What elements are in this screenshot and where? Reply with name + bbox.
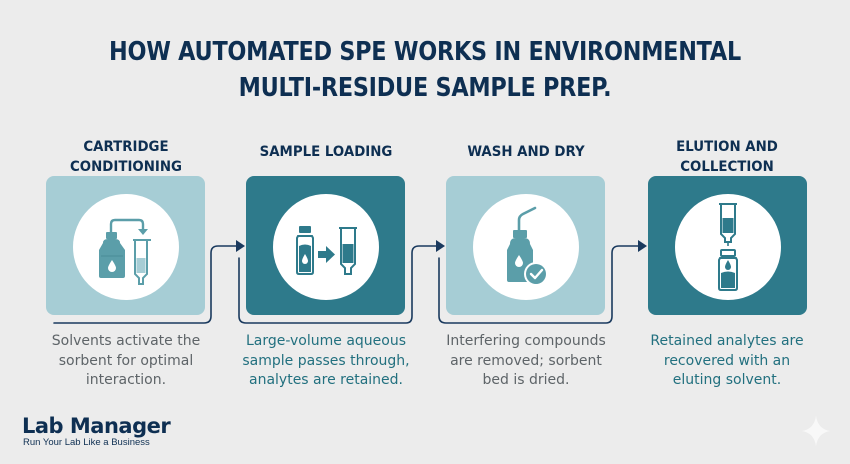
- step-1-card: [46, 176, 205, 315]
- sparkle-icon: [802, 416, 830, 446]
- arrow-head-2: [436, 240, 445, 252]
- arrow-head-1: [236, 240, 245, 252]
- description-line: are removed; sorbent: [450, 352, 602, 369]
- description-line: analytes are retained.: [249, 372, 403, 388]
- vial-arrow-cartridge-icon: [296, 226, 357, 275]
- step-4-card: [648, 176, 807, 315]
- step-1-title-line-2: CONDITIONING: [70, 159, 182, 175]
- description-line: Solvents activate the: [51, 333, 201, 349]
- step-3-card: [446, 176, 605, 315]
- description-line: Interfering compounds: [446, 333, 606, 349]
- description-line: interaction.: [85, 372, 167, 388]
- description-line: sample passes through,: [242, 352, 410, 369]
- lab-manager-logo: Lab Manager Run Your Lab Like a Business: [22, 414, 171, 449]
- step-4-title-line-1: ELUTION AND: [676, 139, 778, 155]
- icon-circle: [675, 194, 781, 300]
- title-line-2: MULTI-RESIDUE SAMPLE PREP.: [238, 73, 612, 103]
- page-title: HOW AUTOMATED SPE WORKS IN ENVIRONMENTAL…: [60, 34, 791, 106]
- step-4-title: ELUTION AND COLLECTION: [635, 137, 819, 177]
- step-2-card: [246, 176, 405, 315]
- step-1-title-line-1: CARTRIDGE: [83, 139, 169, 155]
- icon-circle: [73, 194, 179, 300]
- wash-bottle-check-icon: [507, 206, 548, 286]
- icon-circle: [473, 194, 579, 300]
- step-1-title: CARTRIDGE CONDITIONING: [34, 137, 218, 177]
- step-3-description: Interfering compounds are removed; sorbe…: [426, 332, 626, 391]
- step-1-description: Solvents activate the sorbent for optima…: [26, 332, 226, 391]
- cartridge-drip-vial-icon: [718, 203, 738, 291]
- step-2-description: Large-volume aqueous sample passes throu…: [226, 332, 426, 391]
- description-line: bed is dried.: [482, 372, 570, 388]
- step-3-title-line-1: WASH AND DRY: [467, 144, 585, 160]
- description-line: recovered with an: [663, 352, 791, 369]
- title-line-1: HOW AUTOMATED SPE WORKS IN ENVIRONMENTAL: [109, 37, 741, 67]
- icon-circle: [273, 194, 379, 300]
- step-4-description: Retained analytes are recovered with an …: [627, 332, 827, 391]
- arrow-head-3: [638, 240, 647, 252]
- bottle-to-cartridge-icon: [99, 218, 151, 285]
- description-line: Large-volume aqueous: [245, 333, 407, 349]
- step-4-title-line-2: COLLECTION: [680, 159, 774, 175]
- step-3-title: WASH AND DRY: [434, 142, 618, 162]
- description-line: sorbent for optimal: [58, 352, 194, 369]
- description-line: Retained analytes are: [650, 333, 804, 349]
- description-line: eluting solvent.: [672, 372, 782, 388]
- logo-name: Lab Manager: [22, 414, 171, 438]
- step-2-title-line-1: SAMPLE LOADING: [259, 144, 393, 160]
- step-2-title: SAMPLE LOADING: [234, 142, 418, 162]
- logo-tagline: Run Your Lab Like a Business: [23, 437, 150, 448]
